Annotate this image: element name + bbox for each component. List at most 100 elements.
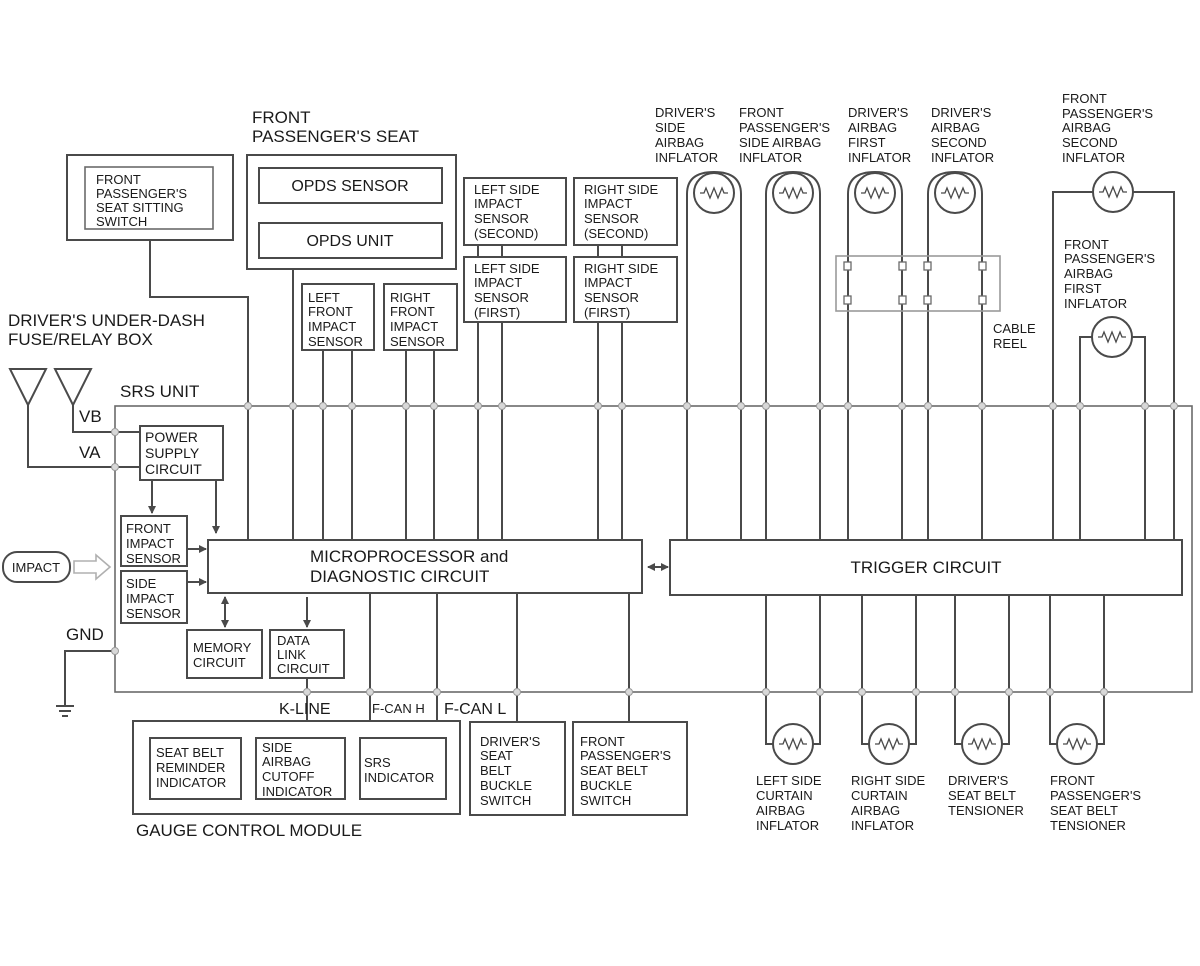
psc-label-2: SUPPLY [145,445,200,461]
ifis-label-3: SENSOR [126,551,181,566]
fuse-a-icon [8,368,48,408]
cable-reel: CABLE REEL [835,255,1036,351]
front-passengers-seat-belt-tensioner-label: FRONT PASSENGER'S SEAT BELT TENSIONER [1050,773,1141,833]
vb-label: VB [79,407,102,426]
fcan-h-label: F-CAN H [372,701,425,716]
lss-label-4: (SECOND) [474,226,538,241]
daf-label-3: FIRST [848,135,886,150]
seat-switch-label-1: FRONT [96,172,141,187]
fpaf-label-5: INFLATOR [1064,296,1127,311]
seat-switch-label-3: SEAT SITTING [96,200,184,215]
memory-label-2: CIRCUIT [193,655,246,670]
front-passengers-side-airbag-inflator-icon [772,172,814,214]
lsf-label-4: (FIRST) [474,305,520,320]
lsf-label-2: IMPACT [474,275,522,290]
cable-reel-label-2: REEL [993,336,1027,351]
lca-label-1: LEFT SIDE [756,773,822,788]
front-passenger-seat-sitting-switch: FRONT PASSENGER'S SEAT SITTING SWITCH [66,154,234,241]
rca-label-2: CURTAIN [851,788,908,803]
dst-label-1: DRIVER'S [948,773,1009,788]
front-passenger-seat-title-1: FRONT [252,108,311,127]
right-side-impact-sensor-second: RIGHT SIDE IMPACT SENSOR (SECOND) [573,177,678,246]
internal-side-impact-sensor: SIDE IMPACT SENSOR [120,570,188,624]
fpst-label-4: TENSIONER [1050,818,1126,833]
fpst-label-3: SEAT BELT [1050,803,1118,818]
inflator-symbols [693,171,1134,765]
isis-label-1: SIDE [126,576,157,591]
sbr-label-3: INDICATOR [156,775,226,790]
lca-label-4: INFLATOR [756,818,819,833]
isis-label-2: IMPACT [126,591,174,606]
drivers-seat-belt-tensioner-label: DRIVER'S SEAT BELT TENSIONER [948,773,1024,818]
front-passengers-airbag-first-inflator-label: FRONT PASSENGER'S AIRBAG FIRST INFLATOR [1064,237,1155,311]
lss-label-3: SENSOR [474,211,529,226]
dsa-label-3: AIRBAG [655,135,704,150]
dbs-label-4: BUCKLE [480,778,532,793]
srsi-label-2: INDICATOR [364,770,434,785]
left-side-curtain-airbag-inflator-icon [772,723,814,765]
rca-label-4: INFLATOR [851,818,914,833]
rca-label-3: AIRBAG [851,803,900,818]
front-passengers-side-airbag-inflator-label: FRONT PASSENGER'S SIDE AIRBAG INFLATOR [739,105,830,165]
fpst-label-1: FRONT [1050,773,1095,788]
seat-switch-label-4: SWITCH [96,214,147,229]
dsa-label-2: SIDE [655,120,686,135]
rfi-label-2: FRONT [390,304,435,319]
lfi-label-3: IMPACT [308,319,356,334]
lsf-label-1: LEFT SIDE [474,261,540,276]
drivers-airbag-first-inflator-label: DRIVER'S AIRBAG FIRST INFLATOR [848,105,911,165]
power-supply-circuit: POWER SUPPLY CIRCUIT [139,425,224,481]
drivers-airbag-first-inflator-icon [854,172,896,214]
rsf-label-3: SENSOR [584,290,639,305]
psc-label-3: CIRCUIT [145,461,202,477]
sbr-label-1: SEAT BELT [156,745,224,760]
drivers-side-airbag-inflator-label: DRIVER'S SIDE AIRBAG INFLATOR [655,105,718,165]
das-label-1: DRIVER'S [931,105,992,120]
opds-unit-label: OPDS UNIT [306,233,393,250]
fpaf-label-3: AIRBAG [1064,266,1113,281]
fpbs-label-1: FRONT [580,734,625,749]
drivers-seat-belt-tensioner-icon [961,723,1003,765]
micro-label-2: DIAGNOSTIC CIRCUIT [310,567,489,586]
impact-input: IMPACT [2,551,112,583]
right-front-impact-sensor: RIGHT FRONT IMPACT SENSOR [383,283,458,351]
fpsa-label-2: PASSENGER'S [739,120,830,135]
lss-label-1: LEFT SIDE [474,182,540,197]
front-passengers-airbag-second-inflator-icon [1092,171,1134,213]
right-side-impact-sensor-first: RIGHT SIDE IMPACT SENSOR (FIRST) [573,256,678,323]
drivers-side-airbag-inflator-icon [693,172,735,214]
front-passengers-seat-belt-buckle-switch: FRONT PASSENGER'S SEAT BELT BUCKLE SWITC… [572,721,688,816]
fpas-label-1: FRONT [1062,91,1107,106]
fpbs-label-2: PASSENGER'S [580,748,671,763]
right-side-curtain-airbag-inflator-label: RIGHT SIDE CURTAIN AIRBAG INFLATOR [851,773,925,833]
dbs-label-1: DRIVER'S [480,734,541,749]
left-side-impact-sensor-second: LEFT SIDE IMPACT SENSOR (SECOND) [463,177,567,246]
rsf-label-2: IMPACT [584,275,632,290]
rss-label-2: IMPACT [584,196,632,211]
fpbs-label-4: BUCKLE [580,778,632,793]
fpsa-label-4: INFLATOR [739,150,802,165]
gcm-label: GAUGE CONTROL MODULE [136,821,362,840]
right-side-curtain-airbag-inflator-icon [868,723,910,765]
dbs-label-2: SEAT [480,748,513,763]
sac-label-2: AIRBAG [262,754,311,769]
sac-label-4: INDICATOR [262,784,332,799]
trigger-label: TRIGGER CIRCUIT [850,558,1001,577]
daf-label-2: AIRBAG [848,120,897,135]
fpas-label-2: PASSENGER'S [1062,106,1153,121]
memory-label-1: MEMORY [193,640,252,655]
memory-circuit: MEMORY CIRCUIT [186,629,263,679]
rfi-label-3: IMPACT [390,319,438,334]
fpbs-label-5: SWITCH [580,793,631,808]
opds-sensor-label: OPDS SENSOR [291,178,408,195]
lca-label-2: CURTAIN [756,788,813,803]
daf-label-4: INFLATOR [848,150,911,165]
isis-label-3: SENSOR [126,606,181,621]
lfi-label-1: LEFT [308,290,340,305]
impact-label: IMPACT [12,560,60,575]
rfi-label-4: SENSOR [390,334,445,349]
gauge-control-module: SEAT BELT REMINDER INDICATOR SIDE AIRBAG… [132,720,461,840]
fpbs-label-3: SEAT BELT [580,763,648,778]
left-front-impact-sensor: LEFT FRONT IMPACT SENSOR [301,283,375,351]
dlc-label-2: LINK [277,647,306,662]
